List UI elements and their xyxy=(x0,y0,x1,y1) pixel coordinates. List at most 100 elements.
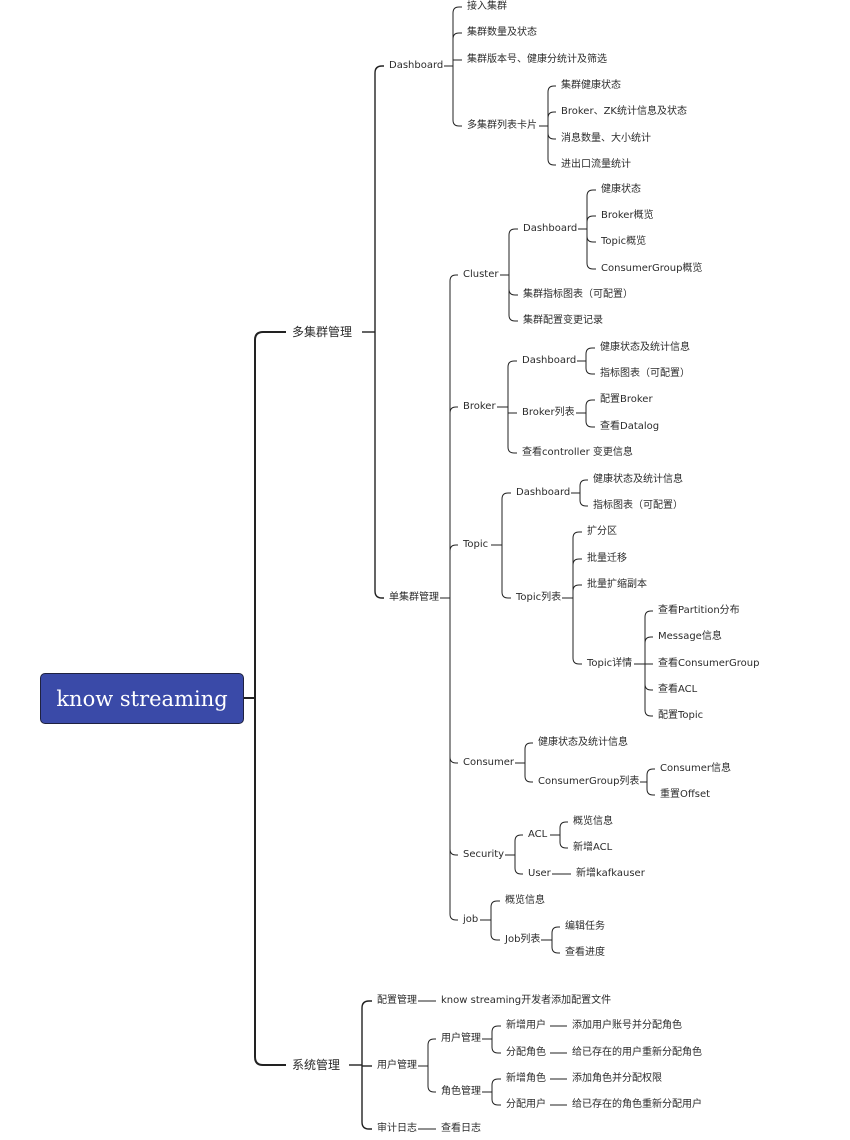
node-cluster-card[interactable]: 多集群列表卡片 xyxy=(466,119,538,133)
node-view-acl[interactable]: 查看ACL xyxy=(657,683,699,697)
node-security[interactable]: Security xyxy=(462,848,506,862)
node-acl[interactable]: ACL xyxy=(527,828,549,842)
node-assign-user[interactable]: 分配用户 xyxy=(505,1098,547,1112)
node-user-mgmt-sub[interactable]: 用户管理 xyxy=(440,1032,482,1046)
node-expand-partition[interactable]: 扩分区 xyxy=(586,525,618,539)
connector-branch xyxy=(579,499,588,507)
connector-branch xyxy=(491,1046,501,1054)
node-batch-replica[interactable]: 批量扩缩副本 xyxy=(586,578,648,592)
node-multi-cluster[interactable]: 多集群管理 xyxy=(291,324,354,340)
node-broker[interactable]: Broker xyxy=(462,400,497,414)
node-controller-log[interactable]: 查看controller 变更信息 xyxy=(521,446,634,460)
node-health-status[interactable]: 健康状态 xyxy=(600,183,642,197)
node-broker-overview[interactable]: Broker概览 xyxy=(600,209,655,223)
node-user[interactable]: User xyxy=(527,867,552,881)
node-add-user[interactable]: 新增用户 xyxy=(505,1019,547,1033)
node-job-overview[interactable]: 概览信息 xyxy=(504,894,546,908)
node-cluster-dashboard[interactable]: Dashboard xyxy=(522,222,579,236)
node-system[interactable]: 系统管理 xyxy=(291,1057,342,1073)
node-config-mgmt[interactable]: 配置管理 xyxy=(376,994,418,1008)
connector-branch xyxy=(427,1085,436,1093)
node-audit-log[interactable]: 审计日志 xyxy=(376,1122,418,1136)
connector-branch xyxy=(572,558,582,566)
connector-branch xyxy=(449,848,458,856)
node-cluster-health[interactable]: 集群健康状态 xyxy=(560,79,622,93)
node-consumer[interactable]: Consumer xyxy=(462,756,515,770)
connector-branch xyxy=(547,132,556,140)
connector-branch xyxy=(585,420,595,428)
node-broker-list[interactable]: Broker列表 xyxy=(521,406,576,420)
node-user-mgmt[interactable]: 用户管理 xyxy=(376,1059,418,1073)
node-view-log[interactable]: 查看日志 xyxy=(440,1122,482,1136)
node-add-role-desc[interactable]: 添加角色并分配权限 xyxy=(571,1072,663,1086)
connector-branch xyxy=(586,262,596,270)
node-assign-role-desc[interactable]: 给已存在的用户重新分配角色 xyxy=(571,1046,703,1060)
node-assign-role[interactable]: 分配角色 xyxy=(505,1046,547,1060)
node-job-list[interactable]: Job列表 xyxy=(504,933,542,947)
node-cluster[interactable]: Cluster xyxy=(462,268,500,282)
node-dashboard[interactable]: Dashboard xyxy=(388,59,445,73)
node-broker-health[interactable]: 健康状态及统计信息 xyxy=(599,341,691,355)
node-cluster-metrics[interactable]: 集群指标图表（可配置） xyxy=(522,288,634,302)
connector-branch xyxy=(586,215,596,223)
connector-branch xyxy=(491,1078,501,1086)
node-message-info[interactable]: Message信息 xyxy=(657,630,723,644)
node-cluster-count[interactable]: 集群数量及状态 xyxy=(466,26,538,40)
node-role-mgmt[interactable]: 角色管理 xyxy=(440,1085,482,1099)
node-topic-health[interactable]: 健康状态及统计信息 xyxy=(592,473,684,487)
connector-branch xyxy=(524,742,533,750)
node-topic-dashboard[interactable]: Dashboard xyxy=(515,486,572,500)
node-topic-overview[interactable]: Topic概览 xyxy=(600,235,648,249)
node-dev-config[interactable]: know streaming开发者添加配置文件 xyxy=(440,994,613,1008)
connector-branch xyxy=(514,867,523,875)
node-topic-list[interactable]: Topic列表 xyxy=(515,591,563,605)
connector-branch xyxy=(501,591,511,599)
connector-branch xyxy=(644,636,653,644)
node-access-cluster[interactable]: 接入集群 xyxy=(466,0,508,14)
node-config-topic[interactable]: 配置Topic xyxy=(657,709,705,723)
node-config-broker[interactable]: 配置Broker xyxy=(599,393,654,407)
node-cluster-version[interactable]: 集群版本号、健康分统计及筛选 xyxy=(466,53,608,67)
connector-branch xyxy=(507,360,517,368)
root-node[interactable]: know streaming xyxy=(40,673,244,724)
node-add-acl[interactable]: 新增ACL xyxy=(572,841,614,855)
node-add-user-desc[interactable]: 添加用户账号并分配角色 xyxy=(571,1019,683,1033)
node-cg-list[interactable]: ConsumerGroup列表 xyxy=(537,775,641,789)
node-consumer-info[interactable]: Consumer信息 xyxy=(659,762,732,776)
node-cg-overview[interactable]: ConsumerGroup概览 xyxy=(600,262,704,276)
node-msg-stats[interactable]: 消息数量、大小统计 xyxy=(560,132,652,146)
connector-branch xyxy=(644,683,653,691)
node-acl-overview[interactable]: 概览信息 xyxy=(572,815,614,829)
node-add-kafkauser[interactable]: 新增kafkauser xyxy=(575,867,646,881)
node-topic-detail[interactable]: Topic详情 xyxy=(586,657,634,671)
node-view-datalog[interactable]: 查看Datalog xyxy=(599,420,661,434)
node-view-cg[interactable]: 查看ConsumerGroup xyxy=(657,657,761,671)
connector-branch xyxy=(547,158,556,166)
node-assign-user-desc[interactable]: 给已存在的角色重新分配用户 xyxy=(571,1098,703,1112)
node-traffic-stats[interactable]: 进出口流量统计 xyxy=(560,158,632,172)
node-add-role[interactable]: 新增角色 xyxy=(505,1072,547,1086)
node-edit-task[interactable]: 编辑任务 xyxy=(564,920,606,934)
connector-branch xyxy=(508,288,518,296)
connector-branch xyxy=(490,900,500,908)
node-consumer-health[interactable]: 健康状态及统计信息 xyxy=(537,736,629,750)
node-batch-migrate[interactable]: 批量迁移 xyxy=(586,552,628,566)
node-job[interactable]: job xyxy=(462,913,480,927)
connector-branch xyxy=(524,775,533,783)
node-reset-offset[interactable]: 重置Offset xyxy=(659,788,712,802)
connector-branch xyxy=(551,946,560,954)
node-topic[interactable]: Topic xyxy=(462,538,490,552)
connector-branch xyxy=(572,657,582,665)
node-broker-zk-stats[interactable]: Broker、ZK统计信息及状态 xyxy=(560,105,688,119)
node-view-progress[interactable]: 查看进度 xyxy=(564,946,606,960)
node-topic-metrics[interactable]: 指标图表（可配置） xyxy=(592,499,684,513)
node-partition-dist[interactable]: 查看Partition分布 xyxy=(657,604,741,618)
connector-branch xyxy=(501,492,511,500)
connector-branch xyxy=(508,228,518,236)
node-single-cluster[interactable]: 单集群管理 xyxy=(388,591,440,605)
node-cluster-config-log[interactable]: 集群配置变更记录 xyxy=(522,314,604,328)
node-broker-dashboard[interactable]: Dashboard xyxy=(521,354,578,368)
node-broker-metrics[interactable]: 指标图表（可配置） xyxy=(599,367,691,381)
connector-branch xyxy=(547,85,556,93)
